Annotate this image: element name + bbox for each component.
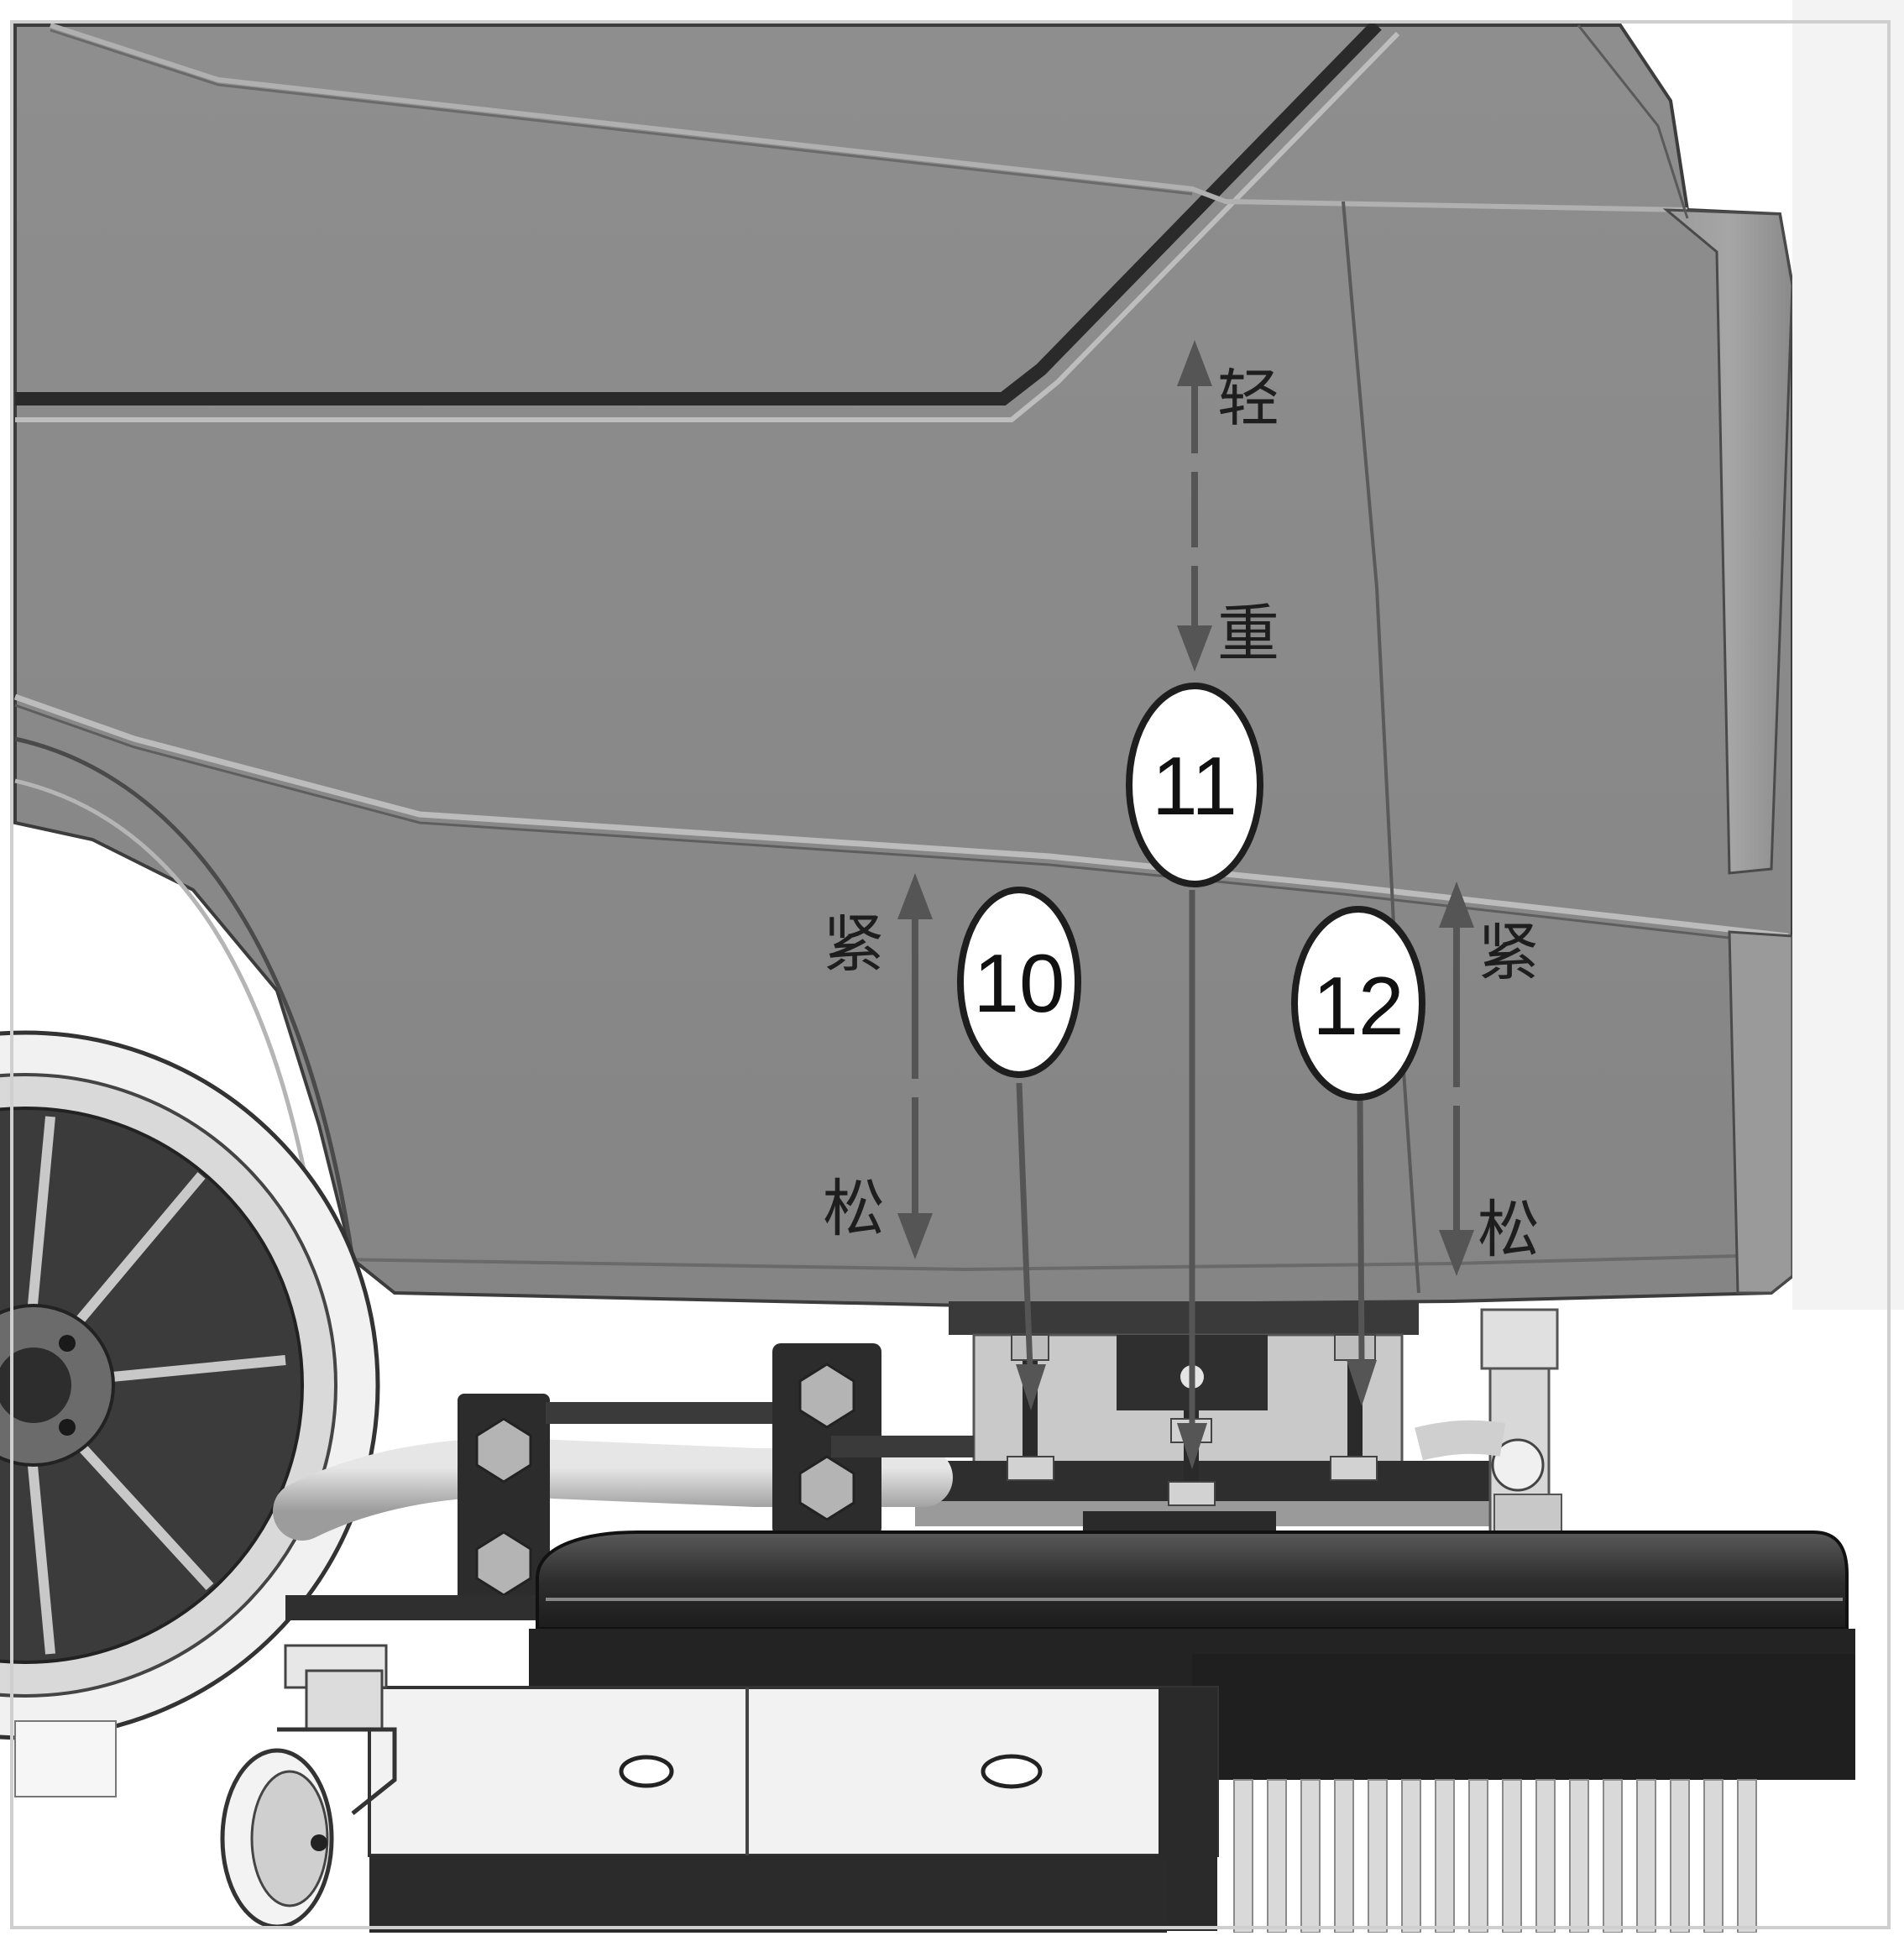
leader-12 bbox=[1357, 1099, 1365, 1365]
brush-bristles bbox=[1233, 1779, 1757, 1933]
arrowhead-up-tight-left bbox=[897, 873, 933, 919]
rear-wheel bbox=[0, 1030, 380, 1797]
image-frame bbox=[10, 20, 1891, 1929]
callout-10-number: 10 bbox=[973, 937, 1064, 1029]
label-heavy: 重 bbox=[1217, 598, 1279, 670]
callout-11: 11 bbox=[1126, 683, 1263, 887]
callout-12: 12 bbox=[1291, 906, 1425, 1101]
hose-and-arm bbox=[273, 1343, 1506, 1620]
leader-10 bbox=[1016, 1082, 1033, 1369]
callout-10: 10 bbox=[957, 887, 1081, 1078]
callout-11-number: 11 bbox=[1152, 740, 1237, 832]
arrowhead-down-heavy bbox=[1177, 625, 1212, 672]
arrowhead-up-light bbox=[1177, 340, 1212, 386]
label-tight-left: 紧 bbox=[823, 908, 885, 981]
callout-12-number: 12 bbox=[1312, 960, 1404, 1052]
caster-wheel bbox=[220, 1669, 397, 1929]
label-tight-right: 紧 bbox=[1478, 917, 1540, 989]
direction-arrows bbox=[897, 340, 1474, 1276]
arrowhead-up-tight-right bbox=[1439, 882, 1474, 928]
leader-lines bbox=[1016, 890, 1377, 1469]
arrowhead-down-loose-right bbox=[1439, 1230, 1474, 1276]
label-loose-right: 松 bbox=[1478, 1194, 1540, 1266]
arrowhead-down-loose-left bbox=[897, 1213, 933, 1259]
label-loose-left: 松 bbox=[823, 1173, 885, 1245]
splash-skirt bbox=[284, 1644, 1219, 1933]
label-light: 轻 bbox=[1217, 363, 1279, 435]
